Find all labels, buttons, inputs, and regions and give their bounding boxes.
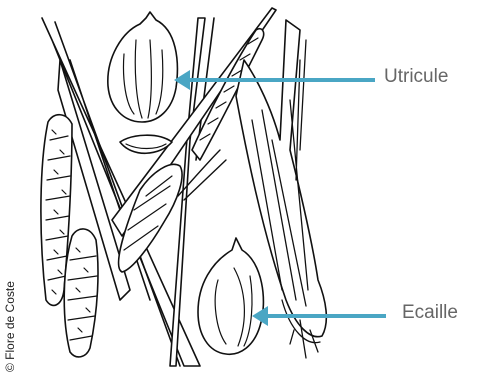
ecaille-label: Ecaille (402, 302, 458, 324)
utricule-drawing (108, 12, 178, 122)
copyright-credit: © Flore de Coste (3, 281, 17, 372)
utricule-arrow (174, 70, 375, 90)
utricule-label: Utricule (384, 66, 448, 88)
ecaille-drawing (198, 238, 263, 354)
